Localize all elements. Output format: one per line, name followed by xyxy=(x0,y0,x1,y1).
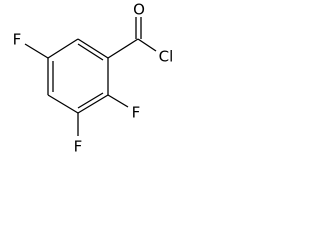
bond-c1-carbonyl xyxy=(107,38,139,59)
ring-bond-c1-c2 xyxy=(77,38,109,59)
ring-bond-c5-c6 xyxy=(77,94,109,114)
oxygen-label: O xyxy=(133,1,145,19)
benzoyl-chloride-structure: O Cl F F F xyxy=(13,1,174,156)
ring-double-bond-c1-c2 xyxy=(77,43,104,61)
bond-c6-fluorine xyxy=(107,94,129,108)
ring-bond-c2-c3 xyxy=(47,38,79,59)
fluorine-ring-right-label: F xyxy=(132,104,141,122)
ring-double-bond-c5-c6 xyxy=(77,92,104,109)
fluorine-bottom-label: F xyxy=(74,138,83,156)
ring-bond-c4-c5 xyxy=(47,94,79,114)
bond-carbonyl-chlorine xyxy=(137,38,157,52)
chlorine-label: Cl xyxy=(159,48,174,66)
fluorine-top-left-label: F xyxy=(13,31,22,49)
bond-c3-fluorine xyxy=(24,43,49,59)
